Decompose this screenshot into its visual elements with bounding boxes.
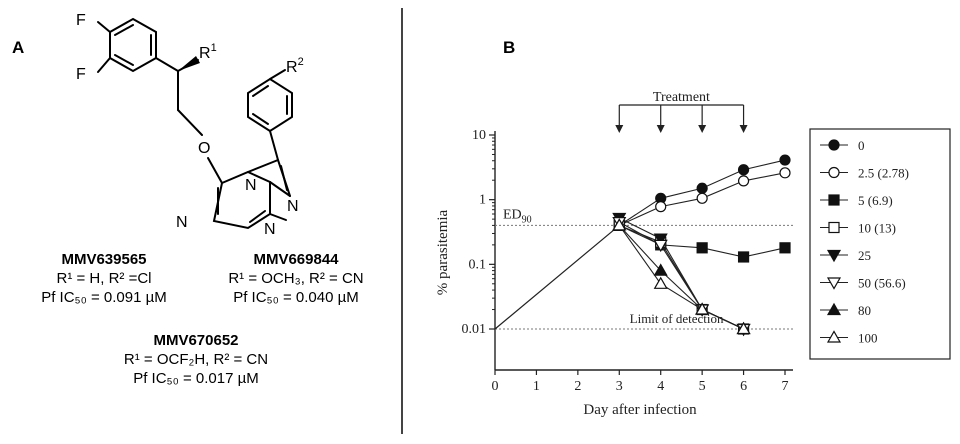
atom-n-triazole-1: N [287,198,299,215]
compound-ic50: Pf IC₅₀ = 0.091 µM [41,289,167,306]
legend-entry-label: 80 [858,303,871,318]
data-point [696,192,708,204]
compound-caption-2: MMV669844 R¹ = OCH₃, R² = CN Pf IC₅₀ = 0… [198,250,394,307]
y-tick-label: 0.01 [462,322,487,337]
compound-name: MMV670652 [153,332,239,349]
data-point [695,302,710,315]
legend-marker [828,166,840,179]
data-point [653,239,668,253]
legend-entry-label: 25 [858,248,871,263]
legend-marker [826,249,842,263]
atom-f-2: F [76,66,86,83]
legend-marker [828,139,840,151]
compound-ic50: Pf IC₅₀ = 0.017 µM [133,370,259,387]
data-point [696,182,708,194]
treatment-arrow-head [656,125,665,133]
atom-r1: R1 [199,42,217,62]
legend-entry-label: 2.5 (2.78) [858,166,909,181]
x-tick-label: 2 [574,379,581,394]
x-tick-label: 1 [533,379,540,394]
data-point [653,263,668,276]
data-point [653,276,668,289]
treatment-arrow-head [615,125,624,133]
x-tick-label: 7 [782,379,789,394]
legend-marker [828,221,840,234]
data-point [737,175,750,187]
legend-entry-label: 100 [858,331,878,346]
legend-marker [826,302,842,316]
panel-divider [401,8,403,434]
data-point [779,154,791,166]
data-point [779,242,791,254]
x-axis-label: Day after infection [583,402,697,418]
data-point [736,321,751,335]
data-point [696,242,708,254]
panel-label-b: B [503,38,516,57]
treatment-arrow-head [739,125,748,133]
atom-r2: R2 [286,56,304,76]
y-tick-label: 1 [479,193,486,208]
panel-label-a: A [12,38,25,57]
treatment-arrow-head [698,125,707,133]
legend-box [809,128,951,360]
chemical-structure: F F R1 R2 O N N N N [76,12,304,238]
data-point [737,164,750,176]
legend-marker [826,277,842,290]
legend-entry-label: 5 (6.9) [858,193,893,208]
atom-f-1: F [76,12,86,29]
treatment-label: Treatment [653,90,710,105]
data-point [612,218,627,231]
y-tick-label: 0.1 [469,257,487,272]
series-7 [612,218,751,335]
compound-ic50: Pf IC₅₀ = 0.040 µM [233,289,359,306]
compound-substituents: R¹ = OCH₃, R² = CN [228,270,364,287]
y-tick-label: 10 [472,128,486,143]
x-tick-label: 6 [740,379,747,394]
atom-o: O [198,140,210,157]
x-tick-label: 0 [492,379,499,394]
data-point [737,251,750,263]
data-point [655,201,667,213]
atom-n-bridge: N [245,177,257,194]
baseline-line [494,224,620,330]
legend-entry-label: 0 [858,138,865,153]
series-line [618,225,744,330]
x-tick-label: 3 [616,379,623,394]
series-1 [613,167,791,232]
legend-entry-label: 50 (56.6) [858,276,906,291]
x-tick-label: 5 [699,379,706,394]
atom-n-triazole-2: N [264,221,276,238]
compound-caption-1: MMV639565 R¹ = H, R² =Cl Pf IC₅₀ = 0.091… [14,250,194,307]
data-point [653,233,668,246]
compound-substituents: R¹ = OCF₂H, R² = CN [123,351,269,368]
compound-name: MMV669844 [253,251,339,268]
data-point [779,167,791,179]
compound-caption-3: MMV670652 R¹ = OCF₂H, R² = CN Pf IC₅₀ = … [96,331,296,388]
legend-marker [826,330,842,343]
legend-marker [828,194,840,206]
ed90-label: ED90 [503,207,532,225]
x-tick-label: 4 [657,379,664,394]
atom-n-pyrazine: N [176,214,188,231]
legend-entry-label: 10 (13) [858,221,896,236]
y-axis-label: % parasitemia [435,209,451,295]
compound-name: MMV639565 [61,251,147,268]
compound-substituents: R¹ = H, R² =Cl [56,270,152,287]
